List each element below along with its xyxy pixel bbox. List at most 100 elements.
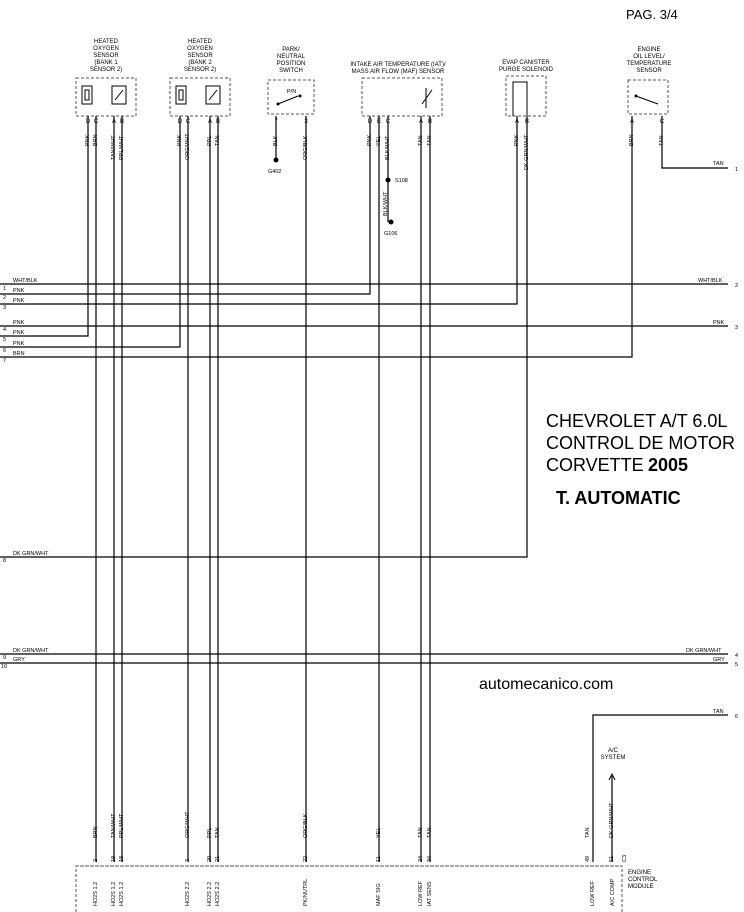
oil-sensor-label: ENGINE OIL LEVEL/ TEMPERATURE SENSOR — [627, 47, 672, 74]
svg-text:DK GRN/WHT: DK GRN/WHT — [686, 648, 722, 654]
svg-text:YEL: YEL — [376, 828, 382, 838]
svg-text:BRN: BRN — [93, 826, 99, 838]
svg-text:CONTROL DE MOTOR: CONTROL DE MOTOR — [546, 433, 735, 453]
svg-text:INTAKE AIR TEMPERATURE (IAT)/: INTAKE AIR TEMPERATURE (IAT)/ — [350, 62, 446, 68]
svg-text:19: 19 — [111, 856, 117, 862]
svg-text:TEMPERATURE: TEMPERATURE — [627, 61, 672, 67]
svg-text:(BANK 2: (BANK 2 — [188, 60, 212, 66]
svg-text:2: 2 — [93, 859, 99, 862]
svg-text:C3: C3 — [622, 855, 628, 862]
svg-text:11: 11 — [376, 856, 382, 862]
svg-text:1: 1 — [3, 286, 6, 292]
svg-text:SENSOR 2): SENSOR 2) — [184, 67, 216, 73]
watermark: automecanico.com — [479, 676, 613, 693]
svg-text:GRY: GRY — [713, 657, 725, 663]
svg-text:PURGE SOLENOID: PURGE SOLENOID — [499, 67, 554, 73]
svg-text:(BANK 1: (BANK 1 — [94, 60, 118, 66]
svg-text:2005: 2005 — [648, 455, 688, 475]
svg-text:PNK: PNK — [13, 320, 25, 326]
svg-text:3: 3 — [735, 325, 738, 331]
svg-text:LOW REF: LOW REF — [418, 880, 424, 906]
svg-text:TAN: TAN — [713, 709, 724, 715]
evap-label: EVAP CANISTER PURGE SOLENOID — [499, 60, 554, 73]
svg-text:PNK: PNK — [713, 320, 725, 326]
svg-text:9: 9 — [3, 655, 6, 661]
svg-text:MAF SIG: MAF SIG — [376, 883, 382, 906]
ecm-signal-names: HO2S 1.2 HO2S 1.2 HO2S 1.2 HO2S 2.2 HO2S… — [93, 878, 616, 906]
park-neutral-switch: P/N — [267, 79, 315, 115]
pin-letters: D C A B D C A B 7 3 D E C A B A B A C — [86, 119, 665, 125]
svg-text:G106: G106 — [384, 231, 397, 237]
svg-text:PARK/: PARK/ — [282, 47, 300, 53]
svg-text:22: 22 — [303, 856, 309, 862]
left-wire-labels: 1 WHT/BLK 2 PNK 3 PNK 4 PNK 5 PNK 6 PNK … — [1, 278, 49, 670]
svg-text:TAN: TAN — [418, 827, 424, 838]
svg-text:51: 51 — [609, 856, 615, 862]
svg-text:OXYGEN: OXYGEN — [93, 46, 119, 52]
ho2s-b2s2-sensor — [169, 77, 231, 117]
svg-text:49: 49 — [585, 856, 591, 862]
svg-text:SENSOR 2): SENSOR 2) — [90, 67, 122, 73]
iat-maf-sensor — [361, 77, 443, 117]
svg-text:SENSOR: SENSOR — [636, 68, 662, 74]
svg-text:ORG/BLK: ORG/BLK — [303, 813, 309, 838]
svg-text:HEATED: HEATED — [188, 39, 213, 45]
svg-text:24: 24 — [418, 856, 424, 862]
svg-text:LOW REF: LOW REF — [590, 880, 596, 906]
svg-text:ENGINE: ENGINE — [628, 870, 651, 876]
svg-text:BLK/WHT: BLK/WHT — [383, 191, 389, 216]
ho2s-b1s2-label: HEATED OXYGEN SENSOR (BANK 1 SENSOR 2) — [90, 39, 122, 73]
svg-text:PNK: PNK — [13, 341, 25, 347]
svg-text:NEUTRAL: NEUTRAL — [277, 54, 306, 60]
svg-text:6: 6 — [735, 714, 738, 720]
svg-text:EVAP CANISTER: EVAP CANISTER — [502, 60, 550, 66]
svg-text:T. AUTOMATIC: T. AUTOMATIC — [556, 488, 681, 508]
svg-text:SWITCH: SWITCH — [279, 68, 303, 74]
svg-text:ENGINE: ENGINE — [637, 47, 660, 53]
evap-solenoid — [505, 75, 547, 117]
svg-text:HO2S 1.2: HO2S 1.2 — [93, 882, 99, 906]
ho2s-b1s2-sensor — [75, 77, 137, 117]
svg-text:2: 2 — [735, 283, 738, 289]
iat-maf-label: INTAKE AIR TEMPERATURE (IAT)/ MASS AIR F… — [350, 62, 446, 75]
page-number: PAG. 3/4 — [626, 7, 678, 22]
svg-text:7: 7 — [3, 358, 6, 364]
park-neutral-label: PARK/ NEUTRAL POSITION SWITCH — [277, 47, 306, 74]
svg-text:OXYGEN: OXYGEN — [187, 46, 213, 52]
svg-text:TAN: TAN — [215, 827, 221, 838]
svg-text:POSITION: POSITION — [277, 61, 306, 67]
title-block: CHEVROLET A/T 6.0L CONTROL DE MOTOR CORV… — [546, 411, 735, 508]
svg-text:A/C COMP: A/C COMP — [610, 878, 616, 906]
ho2s-b2s2-label: HEATED OXYGEN SENSOR (BANK 2 SENSOR 2) — [184, 39, 216, 73]
wires — [0, 116, 728, 862]
svg-text:GRY: GRY — [13, 657, 25, 663]
ecm-wire-colors: BRN TAN/WHT PPL/WHT ORG/WHT PPL TAN ORG/… — [93, 802, 615, 838]
svg-text:TAN: TAN — [585, 827, 591, 838]
svg-text:2: 2 — [3, 295, 6, 301]
ecm-pin-numbers: 2 19 18 3 20 21 22 11 24 34 49 51 C3 — [93, 855, 628, 862]
svg-text:SYSTEM: SYSTEM — [601, 755, 626, 761]
splices: G402 S108 BLK/WHT G106 — [268, 157, 408, 237]
svg-text:PPL: PPL — [207, 828, 213, 838]
svg-text:CHEVROLET A/T 6.0L: CHEVROLET A/T 6.0L — [546, 411, 727, 431]
svg-text:CORVETTE: CORVETTE — [546, 455, 644, 475]
svg-text:CONTROL: CONTROL — [628, 877, 658, 883]
svg-text:4: 4 — [735, 653, 738, 659]
svg-text:5: 5 — [735, 662, 738, 668]
svg-text:DK GRN/WHT: DK GRN/WHT — [609, 802, 615, 838]
svg-text:WHT/BLK: WHT/BLK — [698, 278, 723, 284]
svg-text:SENSOR: SENSOR — [187, 53, 213, 59]
svg-text:PNK: PNK — [13, 330, 25, 336]
svg-text:IAT SENS: IAT SENS — [427, 881, 433, 906]
svg-text:HO2S 1.2: HO2S 1.2 — [111, 882, 117, 906]
svg-text:10: 10 — [1, 664, 7, 670]
oil-sensor — [627, 79, 669, 115]
svg-text:18: 18 — [119, 856, 125, 862]
svg-text:HEATED: HEATED — [94, 39, 119, 45]
svg-text:ORG/WHT: ORG/WHT — [185, 811, 191, 838]
svg-text:5: 5 — [3, 337, 6, 343]
svg-text:PK/NUTRL: PK/NUTRL — [303, 879, 309, 906]
svg-text:BRN: BRN — [13, 351, 25, 357]
svg-text:PPL/WHT: PPL/WHT — [119, 813, 125, 838]
